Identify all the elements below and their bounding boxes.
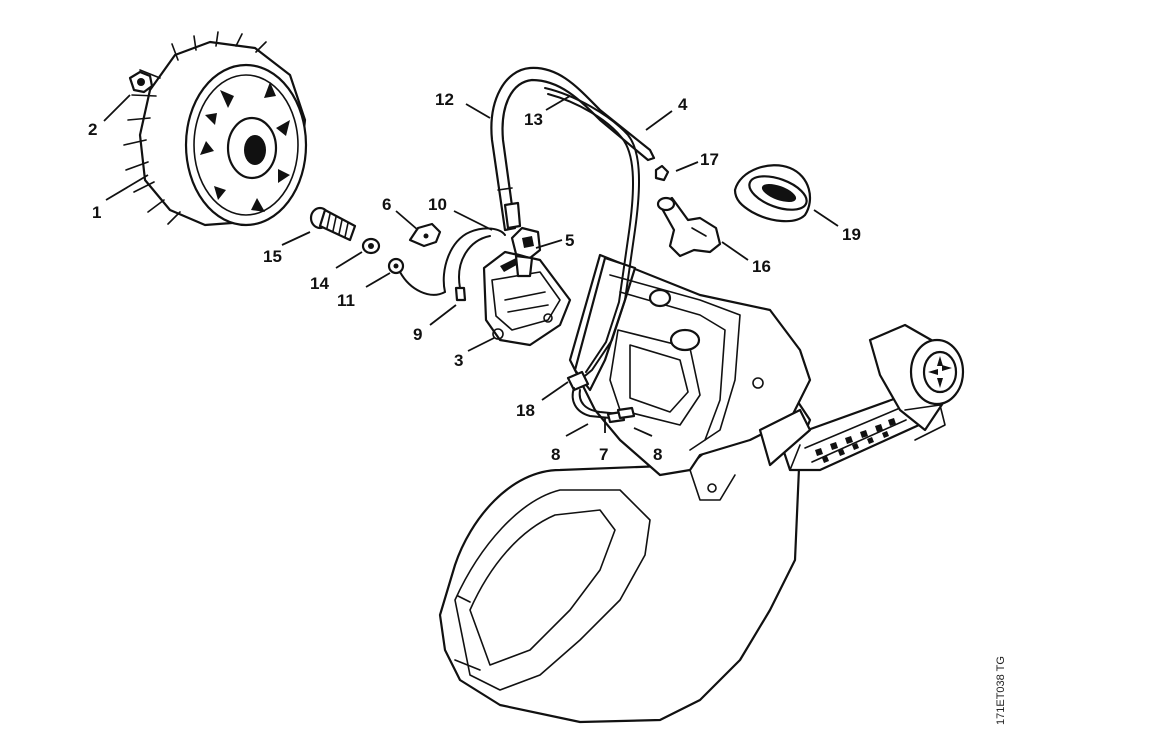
- washer: [361, 237, 381, 255]
- callout-5: 5: [565, 231, 574, 250]
- callout-8a: 8: [551, 445, 560, 464]
- callout-10: 10: [428, 195, 447, 214]
- callout-8b: 8: [653, 445, 662, 464]
- spark-plug-boot: [510, 226, 542, 278]
- crankcase-housing: [438, 253, 965, 724]
- callout-1: 1: [92, 203, 101, 222]
- callout-11: 11: [337, 291, 355, 310]
- callout-2: 2: [88, 120, 97, 139]
- ignition-lead: [490, 66, 656, 232]
- callout-9: 9: [413, 325, 422, 344]
- callout-13: 13: [524, 110, 543, 129]
- nut: [128, 70, 154, 94]
- wire-harness: [571, 387, 636, 424]
- ring-terminal: [387, 257, 446, 296]
- ignition-cable: [544, 87, 641, 381]
- leader-lines: [103, 94, 839, 437]
- callout-15: 15: [263, 247, 282, 266]
- callout-14: 14: [310, 274, 329, 293]
- grommet: [566, 370, 590, 392]
- flywheel: [123, 31, 308, 227]
- callout-4: 4: [678, 95, 688, 114]
- intake-elbow: [656, 196, 722, 258]
- spade-terminal: [454, 286, 467, 302]
- callout-12: 12: [435, 90, 454, 109]
- clip: [654, 164, 670, 182]
- callout-3: 3: [454, 351, 463, 370]
- screw: [309, 206, 357, 242]
- callout-19: 19: [842, 225, 861, 244]
- air-duct-boot: [733, 164, 812, 223]
- callout-labels: 1 2 3 4 5 6 7 8 8 9 10 11 12 13 14 15 16…: [88, 90, 861, 464]
- callout-7: 7: [599, 445, 608, 464]
- figure-reference: 171ET038 TG: [995, 656, 1007, 725]
- callout-16: 16: [752, 257, 771, 276]
- callout-6: 6: [382, 195, 391, 214]
- callout-17: 17: [700, 150, 719, 169]
- short-circuit-wire: [442, 227, 506, 293]
- callout-18: 18: [516, 401, 535, 420]
